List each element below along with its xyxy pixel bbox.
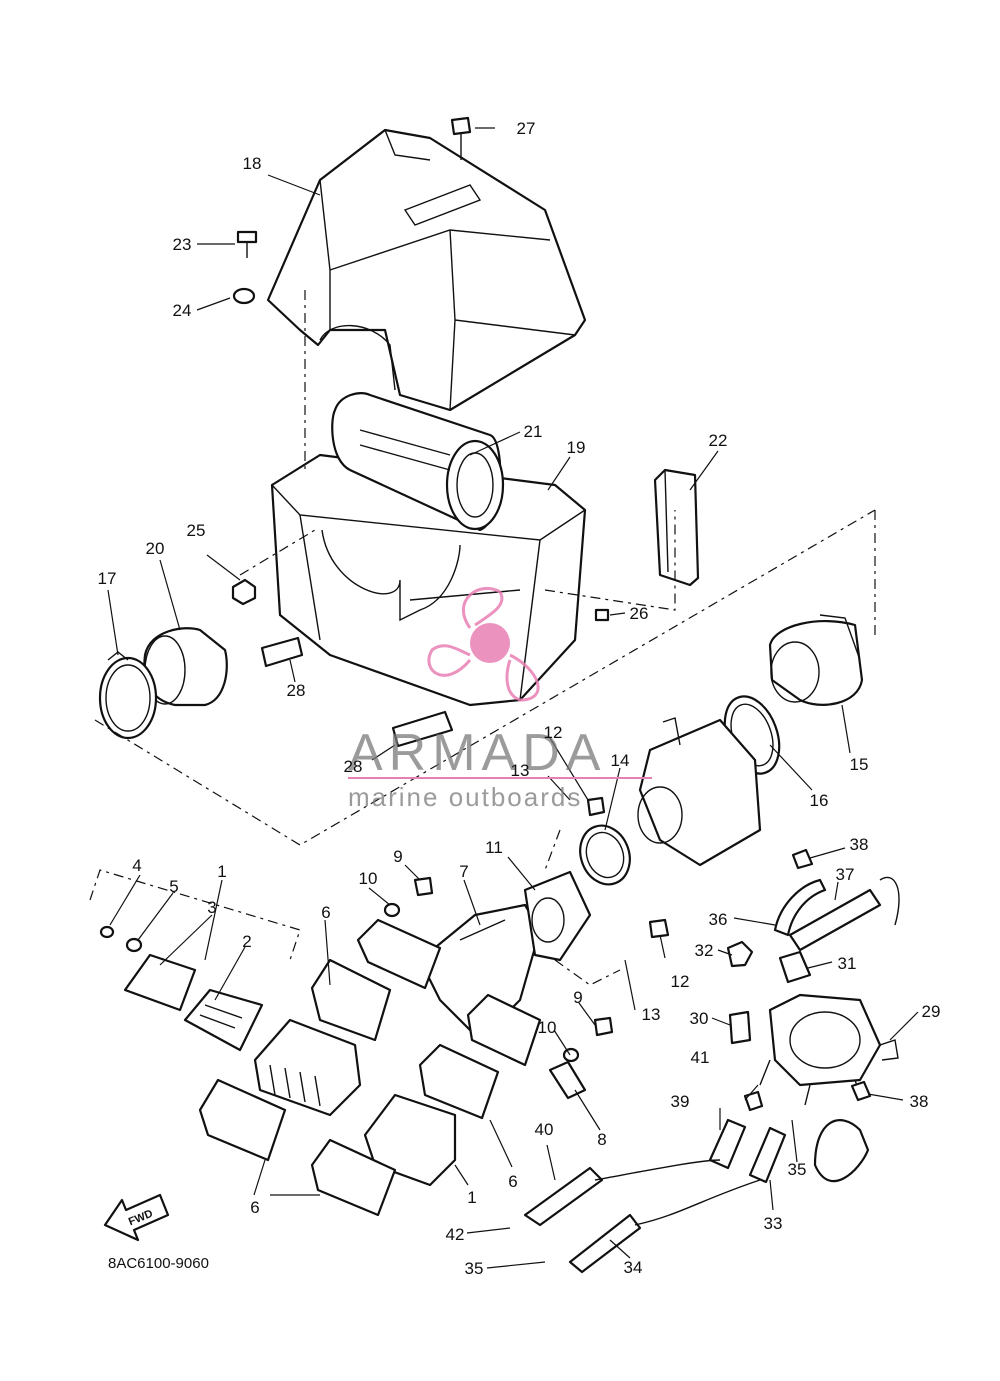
fuel-pump bbox=[759, 993, 899, 1106]
callout-40: 40 bbox=[535, 1120, 554, 1139]
callout-10-lower: 10 bbox=[538, 1018, 557, 1037]
callout-19: 19 bbox=[567, 438, 586, 457]
callout-3: 3 bbox=[207, 898, 216, 917]
leader-lines bbox=[107, 127, 919, 1269]
callout-31: 31 bbox=[838, 954, 857, 973]
propeller-logo-icon bbox=[427, 586, 540, 702]
callout-5: 5 bbox=[169, 877, 178, 896]
callout-23: 23 bbox=[173, 235, 192, 254]
callout-18: 18 bbox=[243, 154, 262, 173]
hose-clamp-14 bbox=[579, 824, 631, 886]
callout-13-upper: 13 bbox=[511, 761, 530, 780]
fwd-arrow-icon: FWD bbox=[103, 1193, 170, 1242]
filter-element bbox=[653, 468, 700, 587]
part-callouts: 1 1 2 3 4 5 6 6 6 7 8 9 9 10 10 11 12 12… bbox=[98, 119, 941, 1278]
reed-petal bbox=[123, 953, 197, 1012]
callout-8: 8 bbox=[597, 1130, 606, 1149]
callout-36: 36 bbox=[709, 910, 728, 929]
callout-14: 14 bbox=[611, 751, 630, 770]
callout-15: 15 bbox=[850, 755, 869, 774]
callout-7: 7 bbox=[459, 862, 468, 881]
callout-35-right: 35 bbox=[788, 1160, 807, 1179]
diagram-code: 8AC6100-9060 bbox=[108, 1255, 209, 1272]
callout-38-upper: 38 bbox=[850, 835, 869, 854]
callout-33: 33 bbox=[764, 1214, 783, 1233]
callout-32: 32 bbox=[695, 941, 714, 960]
callout-35-lower: 35 bbox=[465, 1259, 484, 1278]
callout-25: 25 bbox=[187, 521, 206, 540]
callout-16: 16 bbox=[810, 791, 829, 810]
callout-29: 29 bbox=[922, 1002, 941, 1021]
phantom-lines bbox=[89, 290, 876, 986]
damper-pads bbox=[260, 636, 454, 748]
callout-11: 11 bbox=[485, 838, 503, 857]
air-box-cover bbox=[266, 128, 587, 412]
fasteners bbox=[99, 116, 872, 1112]
callout-30: 30 bbox=[690, 1009, 709, 1028]
callout-27: 27 bbox=[517, 119, 536, 138]
watermark-tagline: marine outboards bbox=[348, 782, 582, 812]
callout-22: 22 bbox=[709, 431, 728, 450]
gaskets bbox=[198, 918, 542, 1217]
callout-21: 21 bbox=[524, 422, 543, 441]
callout-10-upper: 10 bbox=[359, 869, 378, 888]
callout-38-lower: 38 bbox=[910, 1092, 929, 1111]
callout-13-lower: 13 bbox=[642, 1005, 661, 1024]
callout-37: 37 bbox=[836, 865, 855, 884]
callout-4: 4 bbox=[132, 856, 141, 875]
reed-valve-assembly-left bbox=[253, 1018, 362, 1117]
callout-6-lower: 6 bbox=[250, 1198, 259, 1217]
callout-6-right: 6 bbox=[508, 1172, 517, 1191]
callout-2: 2 bbox=[242, 932, 251, 951]
callout-12-upper: 12 bbox=[544, 723, 563, 742]
callout-6-left: 6 bbox=[321, 903, 330, 922]
callout-24: 24 bbox=[173, 301, 192, 320]
callout-28-upper: 28 bbox=[287, 681, 306, 700]
callout-28-lower: 28 bbox=[344, 757, 363, 776]
watermark-brand: ARMADA bbox=[348, 724, 606, 782]
callout-12-lower: 12 bbox=[671, 972, 690, 991]
fuel-hoses bbox=[523, 876, 900, 1274]
callout-9-upper: 9 bbox=[393, 847, 402, 866]
callout-34: 34 bbox=[624, 1258, 643, 1277]
callout-9-lower: 9 bbox=[573, 988, 582, 1007]
watermark: ARMADA marine outboards bbox=[348, 586, 652, 812]
carburetor-adaptor bbox=[637, 717, 762, 867]
callout-20: 20 bbox=[146, 539, 165, 558]
callout-26: 26 bbox=[630, 604, 649, 623]
callout-1-lower: 1 bbox=[467, 1188, 476, 1207]
reed-stopper bbox=[183, 988, 264, 1052]
callout-39: 39 bbox=[671, 1092, 690, 1111]
callout-41: 41 bbox=[691, 1048, 710, 1067]
callout-42: 42 bbox=[446, 1225, 465, 1244]
callout-17: 17 bbox=[98, 569, 117, 588]
callout-1-upper: 1 bbox=[217, 862, 226, 881]
intake-joint-right bbox=[768, 614, 864, 706]
